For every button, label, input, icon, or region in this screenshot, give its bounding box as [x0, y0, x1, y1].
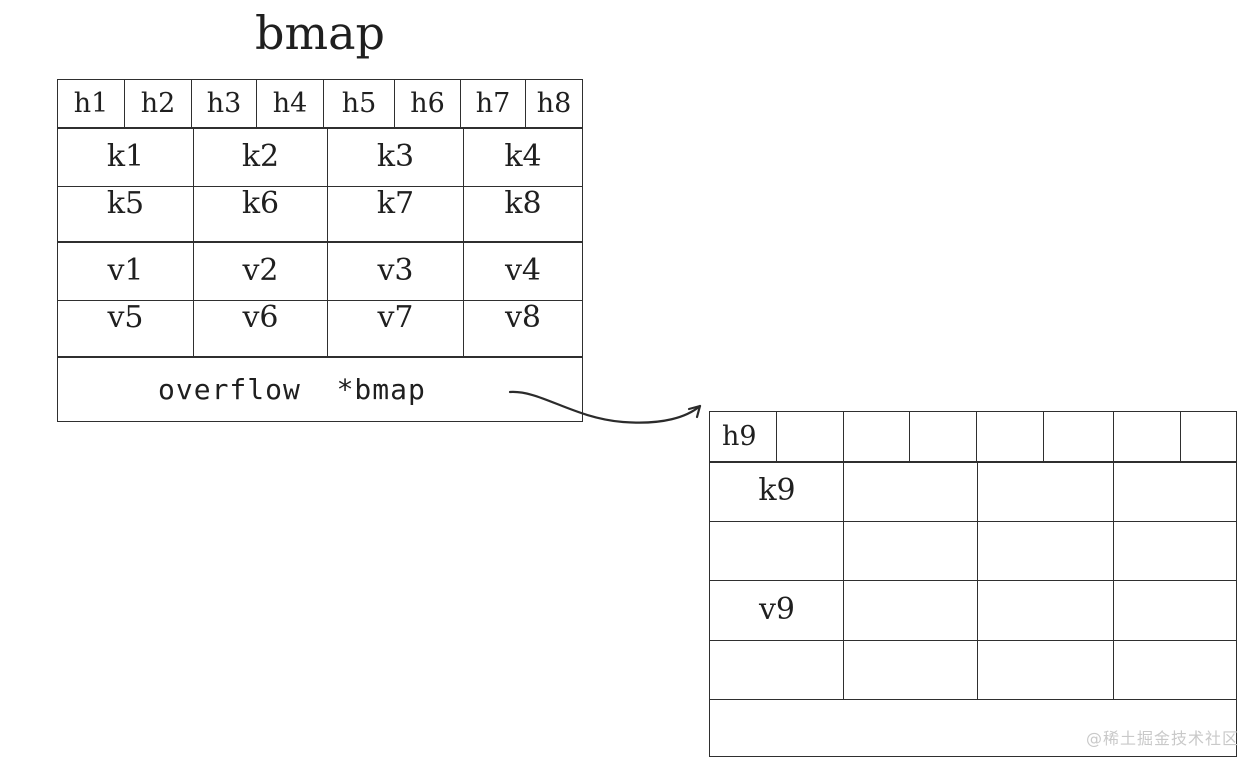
overflow-tophash-cell-6: [1043, 411, 1114, 462]
tophash-cell-h6: h6: [394, 79, 461, 128]
overflow-key-cell-3: [977, 462, 1115, 522]
key-cell-k7: k7: [327, 186, 464, 242]
overflow-key-cell-5: [709, 521, 845, 581]
overflow-value-cell-8: [1113, 640, 1237, 700]
tophash-label: h2: [140, 88, 176, 119]
overflow-value-cell-3: [977, 580, 1115, 641]
value-cell-v6: v6: [193, 300, 328, 357]
key-label: k5: [106, 186, 145, 221]
overflow-tophash-cell-h9: h9: [709, 411, 777, 462]
key-cell-k1: k1: [57, 128, 194, 187]
value-cell-v4: v4: [463, 242, 583, 301]
value-cell-v2: v2: [193, 242, 328, 301]
key-cell-k8: k8: [463, 186, 583, 242]
key-label: k1: [106, 138, 145, 174]
value-cell-v3: v3: [327, 242, 464, 301]
value-label: v9: [758, 591, 796, 627]
key-label: k4: [504, 138, 542, 174]
page-title: bmap: [255, 6, 385, 60]
value-label: v7: [377, 300, 414, 335]
key-cell-k2: k2: [193, 128, 328, 187]
tophash-cell-h2: h2: [124, 79, 192, 128]
tophash-label: h7: [475, 88, 511, 119]
overflow-tophash-cell-8: [1180, 411, 1237, 462]
overflow-value-cell-4: [1113, 580, 1237, 641]
watermark: @稀土掘金技术社区: [1085, 729, 1239, 748]
overflow-table-pointer-cell: [709, 699, 1237, 757]
overflow-value-cell-2: [843, 580, 979, 641]
key-label: k8: [504, 186, 542, 221]
tophash-label: h4: [272, 88, 308, 119]
tophash-cell-h1: h1: [57, 79, 125, 128]
overflow-tophash-cell-5: [976, 411, 1044, 462]
value-label: v3: [377, 252, 414, 288]
overflow-value-cell-6: [843, 640, 979, 700]
value-cell-v8: v8: [463, 300, 583, 357]
key-label: k2: [241, 138, 280, 174]
tophash-label: h1: [73, 88, 109, 119]
key-cell-k5: k5: [57, 186, 194, 242]
overflow-key-cell-8: [1113, 521, 1237, 581]
overflow-value-cell-v9: v9: [709, 580, 845, 641]
tophash-cell-h7: h7: [460, 79, 526, 128]
tophash-label: h6: [410, 88, 445, 119]
value-label: v4: [504, 252, 542, 288]
overflow-tophash-cell-4: [909, 411, 977, 462]
key-cell-k4: k4: [463, 128, 583, 187]
key-cell-k3: k3: [327, 128, 464, 187]
value-cell-v7: v7: [327, 300, 464, 357]
tophash-label: h9: [722, 421, 757, 452]
value-label: v2: [242, 252, 279, 288]
overflow-key-cell-6: [843, 521, 979, 581]
value-cell-v1: v1: [57, 242, 194, 301]
overflow-pointer-label: overflow *bmap: [158, 372, 426, 406]
tophash-cell-h5: h5: [323, 79, 395, 128]
value-label: v8: [504, 300, 542, 335]
overflow-key-cell-2: [843, 462, 979, 522]
overflow-pointer-cell: overflow *bmap: [57, 357, 583, 422]
value-label: v5: [107, 300, 144, 335]
tophash-cell-h8: h8: [525, 79, 583, 128]
overflow-tophash-cell-7: [1113, 411, 1181, 462]
key-label: k9: [758, 473, 796, 508]
overflow-tophash-cell-3: [843, 411, 910, 462]
tophash-label: h5: [341, 88, 377, 119]
key-label: k6: [241, 186, 280, 221]
overflow-key-cell-7: [977, 521, 1115, 581]
overflow-key-cell-4: [1113, 462, 1237, 522]
key-label: k3: [376, 138, 415, 174]
overflow-tophash-cell-2: [776, 411, 844, 462]
overflow-value-cell-7: [977, 640, 1115, 700]
tophash-cell-h3: h3: [191, 79, 257, 128]
key-cell-k6: k6: [193, 186, 328, 242]
key-label: k7: [376, 186, 415, 221]
overflow-key-cell-k9: k9: [709, 462, 845, 522]
tophash-label: h3: [206, 88, 242, 119]
value-cell-v5: v5: [57, 300, 194, 357]
overflow-value-cell-5: [709, 640, 845, 700]
value-label: v6: [242, 300, 279, 335]
tophash-cell-h4: h4: [256, 79, 324, 128]
tophash-label: h8: [536, 88, 572, 119]
value-label: v1: [107, 252, 144, 288]
